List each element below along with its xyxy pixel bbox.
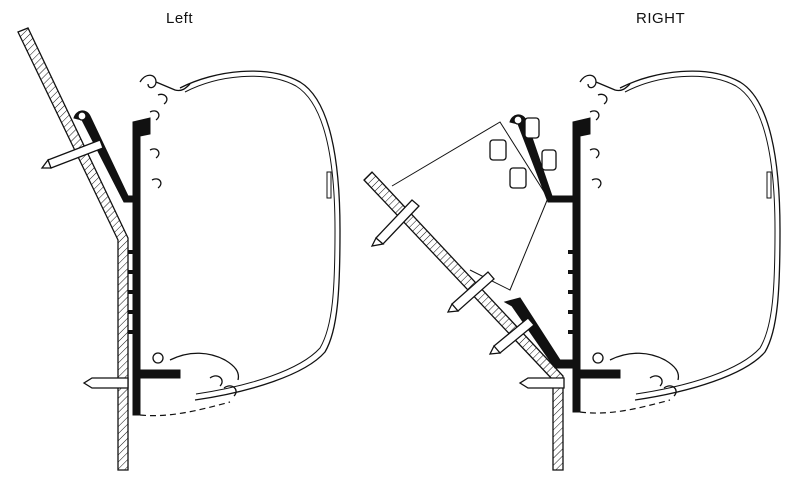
right-bottom-hook-profile — [609, 352, 680, 397]
left-rail-teeth — [128, 250, 134, 334]
right-dashed-line — [579, 399, 671, 414]
right-top-screw — [513, 115, 523, 125]
left-top-screw — [77, 111, 87, 121]
left-wall-screw — [40, 139, 104, 169]
left-diagram — [17, 27, 341, 471]
right-adapter-rail — [572, 117, 591, 371]
left-adapter-rail — [132, 117, 151, 371]
right-middle-wall-screw — [446, 271, 495, 313]
right-bottom-clamp-screw — [592, 352, 604, 364]
right-top-hook-profile — [579, 74, 631, 189]
left-dashed-line — [139, 401, 231, 417]
right-upper-wall-screw — [370, 199, 420, 247]
left-bottom-screw — [152, 352, 164, 364]
right-awning-cassette-inner — [624, 75, 776, 395]
left-bottom-hook-profile — [169, 352, 240, 397]
right-bottom-screw — [518, 377, 565, 389]
left-top-bracket — [73, 110, 141, 203]
right-bottom-clamp — [572, 369, 621, 413]
right-cassette-strip — [766, 171, 772, 199]
right-lower-wall-screw — [488, 317, 535, 355]
left-bottom-clamp — [132, 369, 181, 416]
left-vehicle-wall — [17, 27, 129, 471]
left-lower-screw — [82, 377, 129, 389]
left-cassette-strip — [326, 171, 332, 199]
right-bolt-nuts — [489, 117, 557, 189]
right-awning-cassette — [619, 70, 781, 401]
right-diagram-label: RIGHT — [636, 10, 686, 27]
left-awning-cassette-inner — [184, 75, 336, 395]
left-top-hook-profile — [139, 74, 191, 189]
right-diagram — [363, 70, 781, 471]
right-lower-bracket — [503, 297, 574, 369]
left-awning-cassette — [179, 70, 341, 401]
right-rail-teeth — [568, 250, 574, 334]
left-diagram-label: Left — [166, 10, 194, 27]
